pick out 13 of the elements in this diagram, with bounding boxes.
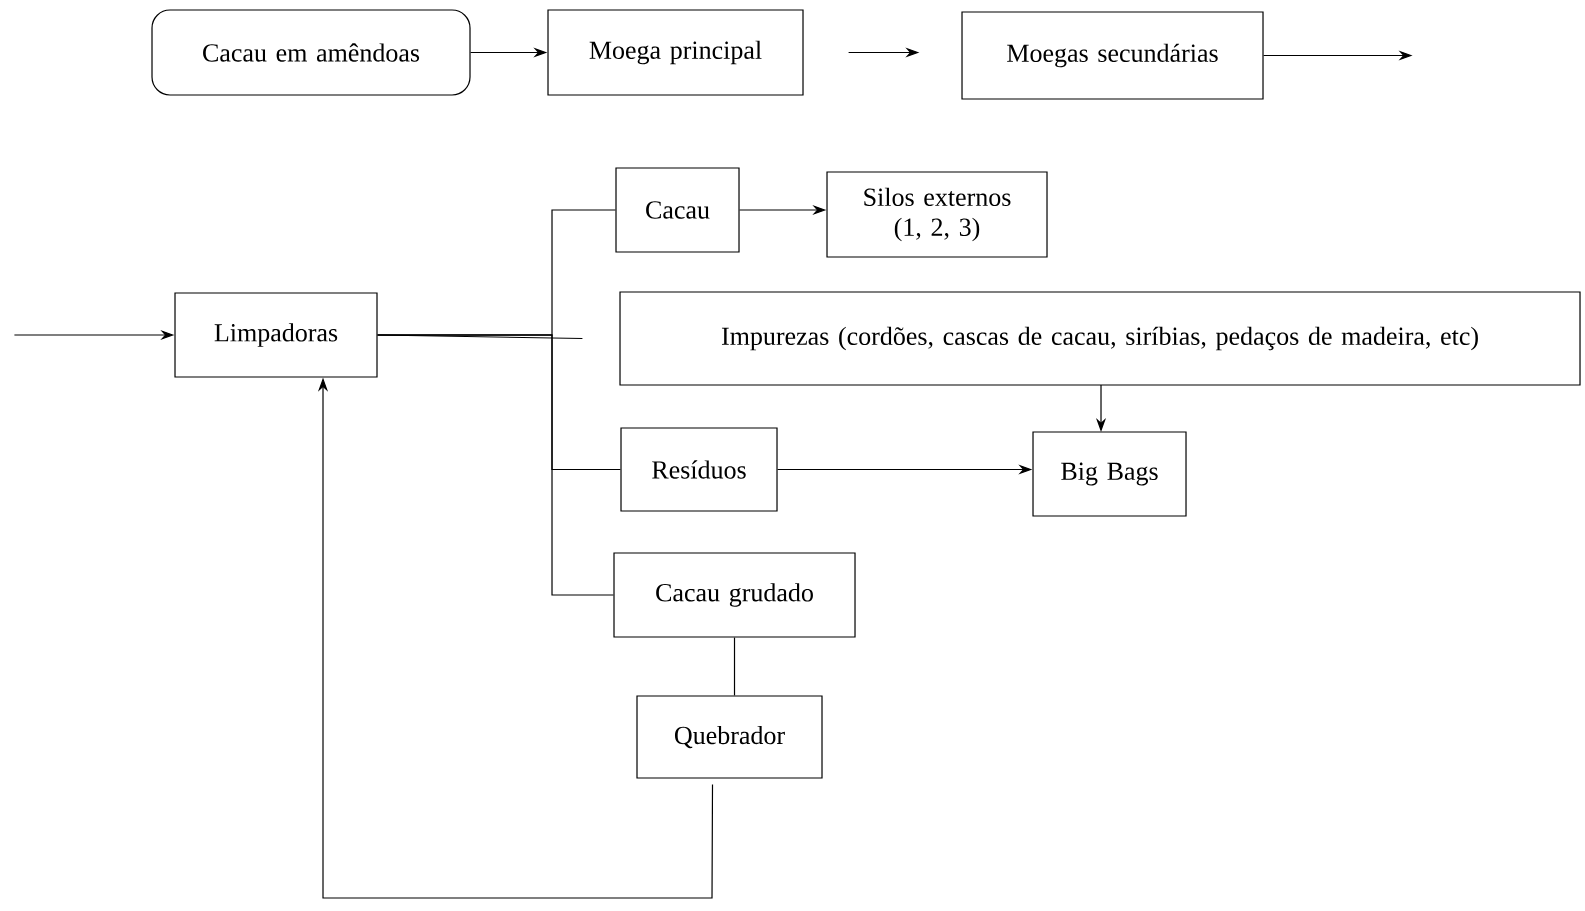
process-box: Cacau	[615, 167, 740, 253]
start-box: Cacau em amêndoas	[151, 9, 471, 96]
process-box: Moegas secundárias	[961, 11, 1264, 100]
process-box: Quebrador	[636, 695, 823, 779]
connector-line	[377, 334, 614, 596]
process-box: Limpadoras	[174, 292, 378, 378]
process-box: Resíduos	[620, 427, 778, 512]
connector-line	[733, 637, 736, 696]
process-box: Silos externos (1, 2, 3)	[826, 171, 1048, 258]
process-box: Cacau grudado	[613, 552, 856, 638]
process-box: Moega principal	[547, 9, 804, 96]
process-box: Big Bags	[1032, 431, 1187, 517]
process-box: Impurezas (cordões, cascas de cacau, siríbias, pedaços de madeira, etc)	[619, 291, 1581, 386]
